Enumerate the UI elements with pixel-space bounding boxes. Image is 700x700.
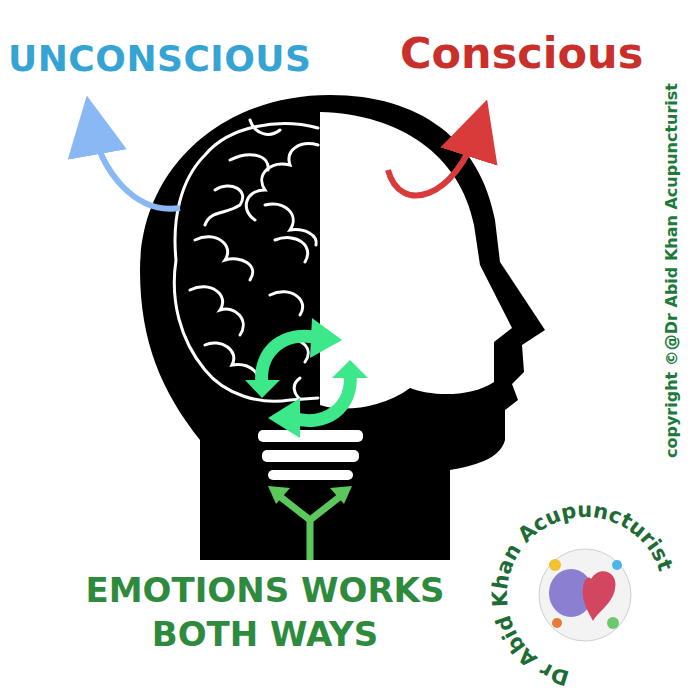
conscious-half	[320, 112, 512, 409]
brain-outline	[174, 120, 318, 401]
emotions-caption: EMOTIONS WORKS BOTH WAYS	[70, 568, 460, 656]
cycle-arrows	[262, 336, 351, 420]
cycle-arrowheads	[245, 318, 368, 438]
bulb-base	[258, 430, 363, 480]
y-arrowheads	[268, 486, 352, 504]
head-silhouette	[140, 95, 545, 560]
logo-ring-text: Dr Abid Khan Acupuncturist	[488, 498, 678, 690]
unconscious-label: UNCONSCIOUS	[8, 38, 312, 79]
y-arrow	[278, 495, 342, 560]
conscious-label: Conscious	[400, 28, 643, 78]
logo-badge: Dr Abid Khan Acupuncturist	[485, 495, 685, 695]
copyright-note: copyright ©@Dr Abid Khan Acupuncturist	[662, 83, 681, 458]
conscious-arrow	[388, 128, 478, 195]
svg-text:Dr Abid Khan Acupuncturist: Dr Abid Khan Acupuncturist	[488, 498, 678, 690]
unconscious-arrow	[92, 125, 180, 209]
